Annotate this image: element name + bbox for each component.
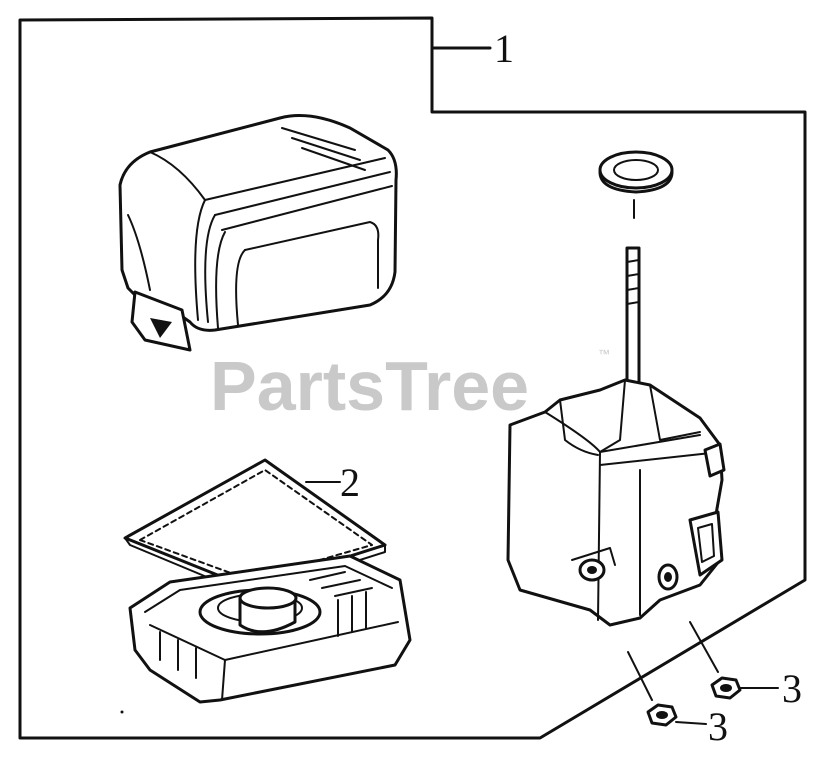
leader-line-3b <box>675 721 707 725</box>
callout-3-lower: 3 <box>708 704 728 749</box>
callout-3-upper: 3 <box>782 666 802 711</box>
nut-upper <box>710 676 742 700</box>
assembly-guide-line-b <box>627 651 653 701</box>
callout-1: 1 <box>494 26 514 71</box>
watermark-trademark: ™ <box>598 347 610 361</box>
callout-2: 2 <box>340 460 360 505</box>
assembly-boundary <box>18 16 807 740</box>
seal-ring <box>598 150 674 219</box>
air-cleaner-base <box>128 554 412 704</box>
air-cleaner-case <box>506 246 726 627</box>
air-cleaner-cover <box>118 114 398 352</box>
assembly-guide-line-a <box>689 621 719 673</box>
nut-lower <box>646 703 678 727</box>
watermark-text: PartsTree <box>210 347 529 425</box>
stray-mark <box>120 710 124 714</box>
